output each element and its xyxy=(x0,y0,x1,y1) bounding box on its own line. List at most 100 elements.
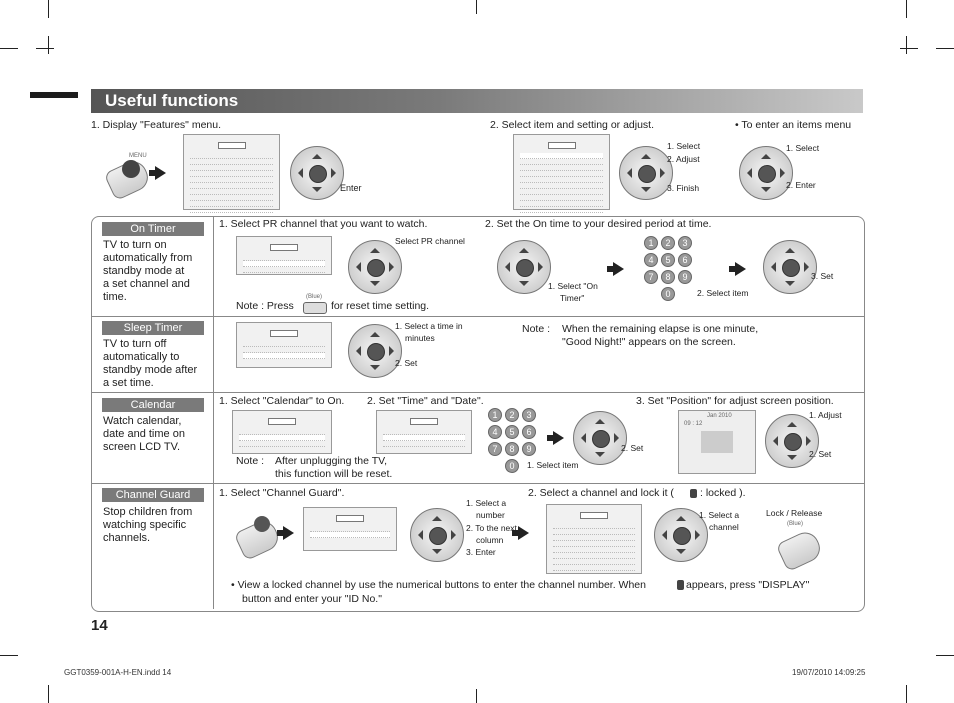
calendar-screen xyxy=(232,410,332,454)
sleep-timer-screen xyxy=(236,322,332,368)
features-screen xyxy=(183,134,280,213)
calendar-step1: 1. Select "Calendar" to On. xyxy=(219,395,345,407)
dpad-icon xyxy=(348,324,402,378)
row-divider xyxy=(91,392,864,393)
lock-icon xyxy=(690,489,697,498)
menu-button-icon xyxy=(122,160,140,178)
next-column-label2: column xyxy=(476,535,504,545)
crop-mark xyxy=(0,655,18,656)
dpad-icon xyxy=(410,508,464,562)
crop-mark xyxy=(48,36,49,54)
select-time-label2: minutes xyxy=(405,333,435,343)
dpad-icon xyxy=(573,411,627,465)
header-accent-bar xyxy=(30,92,78,98)
zero-button-icon xyxy=(254,516,270,532)
sleep-timer-label: Sleep Timer xyxy=(102,321,204,335)
dpad-icon xyxy=(739,146,793,200)
select-number-label2: number xyxy=(476,510,505,520)
select-pr-label: Select PR channel xyxy=(395,236,465,246)
footer-date: 19/07/2010 14:09:25 xyxy=(792,668,866,677)
menu-label: MENU xyxy=(129,153,147,159)
adjust-label: 2. Adjust xyxy=(667,154,700,164)
select-channel-label: 1. Select a xyxy=(699,510,740,520)
title-bar xyxy=(91,89,863,113)
channel-guard-label: Channel Guard xyxy=(102,488,204,502)
next-column-label: 2. To the next xyxy=(466,523,517,533)
calendar-label: Calendar xyxy=(102,398,204,412)
page-title: Useful functions xyxy=(105,91,239,110)
arrow-icon xyxy=(277,526,294,540)
set-label: 2. Set xyxy=(395,358,418,368)
set-label: 3. Set xyxy=(811,271,834,281)
select-time-label: 1. Select a time in xyxy=(395,321,463,331)
blue-button-icon xyxy=(303,302,327,314)
crop-mark xyxy=(906,0,907,18)
bullet-text-2: appears, press "DISPLAY" xyxy=(686,579,810,591)
on-timer-note: Note : Press xyxy=(236,300,294,312)
sleep-note-text: When the remaining elapse is one minute, xyxy=(562,323,759,335)
enter-label: 3. Enter xyxy=(466,547,496,557)
arrow-icon xyxy=(512,526,529,540)
channel-list-screen xyxy=(546,504,642,574)
arrow-icon xyxy=(607,262,624,276)
blue-label: (Blue) xyxy=(306,294,323,300)
on-timer-step2: 2. Set the On time to your desired perio… xyxy=(485,218,712,230)
select-channel-label2: channel xyxy=(709,522,739,532)
menu-screen xyxy=(513,134,610,213)
set-label-2: 2. Set xyxy=(809,449,832,459)
functions-table xyxy=(91,216,865,612)
step3-text: • To enter an items menu xyxy=(735,119,852,131)
sleep-note-text2: "Good Night!" appears on the screen. xyxy=(562,336,736,348)
finish-label: 3. Finish xyxy=(667,183,700,193)
calendar-step2: 2. Set "Time" and "Date". xyxy=(367,395,484,407)
select-on-label2: Timer" xyxy=(560,293,585,303)
lock-icon xyxy=(677,580,684,590)
enter-label-2: 2. Enter xyxy=(786,180,816,190)
channel-guard-step1: 1. Select "Channel Guard". xyxy=(219,487,345,499)
date-time-screen xyxy=(376,410,472,454)
select-number-label: 1. Select a xyxy=(466,498,507,508)
on-timer-label: On Timer xyxy=(102,222,204,236)
select-label: 1. Select xyxy=(667,141,701,151)
dpad-icon xyxy=(654,508,708,562)
blue-label: (Blue) xyxy=(787,521,804,527)
dpad-icon xyxy=(497,240,551,294)
crop-mark xyxy=(936,655,954,656)
calendar-note-text2: this function will be reset. xyxy=(275,468,393,480)
dpad-icon xyxy=(763,240,817,294)
crop-mark xyxy=(0,48,18,49)
dpad-icon xyxy=(619,146,673,200)
crop-mark xyxy=(48,685,49,703)
enter-label: Enter xyxy=(340,183,362,193)
select-on-label: 1. Select "On xyxy=(548,281,598,291)
select-item-label: 2. Select item xyxy=(697,288,749,298)
calendar-note: Note : xyxy=(236,455,265,467)
lock-release-label: Lock / Release xyxy=(766,508,823,518)
arrow-icon xyxy=(149,166,166,180)
select-item-label: 1. Select item xyxy=(527,460,579,470)
select-label-2: 1. Select xyxy=(786,143,820,153)
crop-mark xyxy=(476,689,477,703)
calendar-position-screen: Jan 2010 09 : 12 xyxy=(678,410,756,474)
step1-text: 1. Display "Features" menu. xyxy=(91,119,222,131)
on-timer-note2: for reset time setting. xyxy=(331,300,430,312)
footer-file: GGT0359-001A-H-EN.indd 14 xyxy=(64,668,172,677)
crop-mark xyxy=(36,48,54,49)
channel-guard-step2b: : locked ). xyxy=(700,487,746,499)
set-label: 2. Set xyxy=(621,443,644,453)
row-divider xyxy=(91,483,864,484)
adjust-label: 1. Adjust xyxy=(809,410,842,420)
arrow-icon xyxy=(547,431,564,445)
crop-mark xyxy=(936,48,954,49)
crop-mark xyxy=(906,685,907,703)
dpad-icon xyxy=(765,414,819,468)
dpad-icon xyxy=(348,240,402,294)
on-timer-step1: 1. Select PR channel that you want to wa… xyxy=(219,218,428,230)
step2-text: 2. Select item and setting or adjust. xyxy=(490,119,655,131)
crop-mark xyxy=(906,36,907,54)
page-number: 14 xyxy=(91,617,108,634)
